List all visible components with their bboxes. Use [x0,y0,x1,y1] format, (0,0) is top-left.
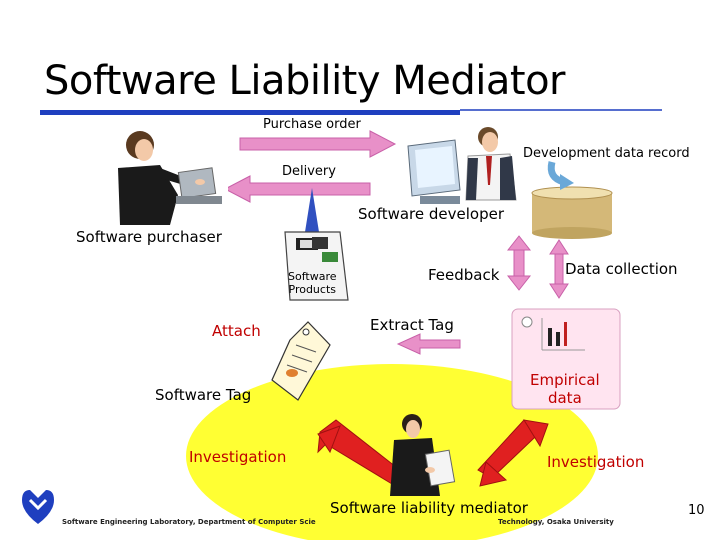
mediator-illustration [390,414,456,496]
data-collection-label: Data collection [565,260,678,278]
slide-title: Software Liability Mediator [44,58,566,104]
empirical-data-label: Empirical data [530,371,600,407]
software-purchaser-label: Software purchaser [76,228,222,246]
footer-university: Technology, Osaka University [498,518,614,526]
delivery-label: Delivery [282,164,336,179]
development-data-record-label: Development data record [523,146,690,161]
empirical-data-box [511,308,621,410]
lab-logo [22,490,54,524]
footer-lab-name: Software Engineering Laboratory, Departm… [62,518,316,526]
software-products-icon [284,231,349,301]
feedback-label: Feedback [428,266,500,284]
investigation-right-label: Investigation [547,453,645,471]
feedback-arrow [506,235,532,291]
record-flow-arrowhead [560,174,574,190]
mediator-ellipse [186,364,598,540]
delivery-spike [305,188,319,232]
extract-tag-arrow [396,333,461,355]
title-underline-accent [40,110,460,115]
software-developer-label: Software developer [358,205,505,223]
investigation-arrow-right [477,419,549,487]
software-tag-label: Software Tag [155,386,252,404]
developer-illustration [402,127,520,210]
attach-label: Attach [212,322,261,340]
data-collection-arrow [549,239,569,299]
page-number: 10 [688,503,705,518]
purchase-order-arrow [239,130,397,158]
investigation-left-label: Investigation [189,448,287,466]
development-database-icon [531,186,613,239]
extract-tag-label: Extract Tag [370,316,454,334]
software-products-label: Software Products [288,270,337,296]
mediator-label: Software liability mediator [330,499,528,517]
delivery-arrow [223,175,371,203]
purchaser-illustration [108,131,228,227]
purchase-order-label: Purchase order [263,117,361,132]
software-tag-icon [271,321,331,401]
